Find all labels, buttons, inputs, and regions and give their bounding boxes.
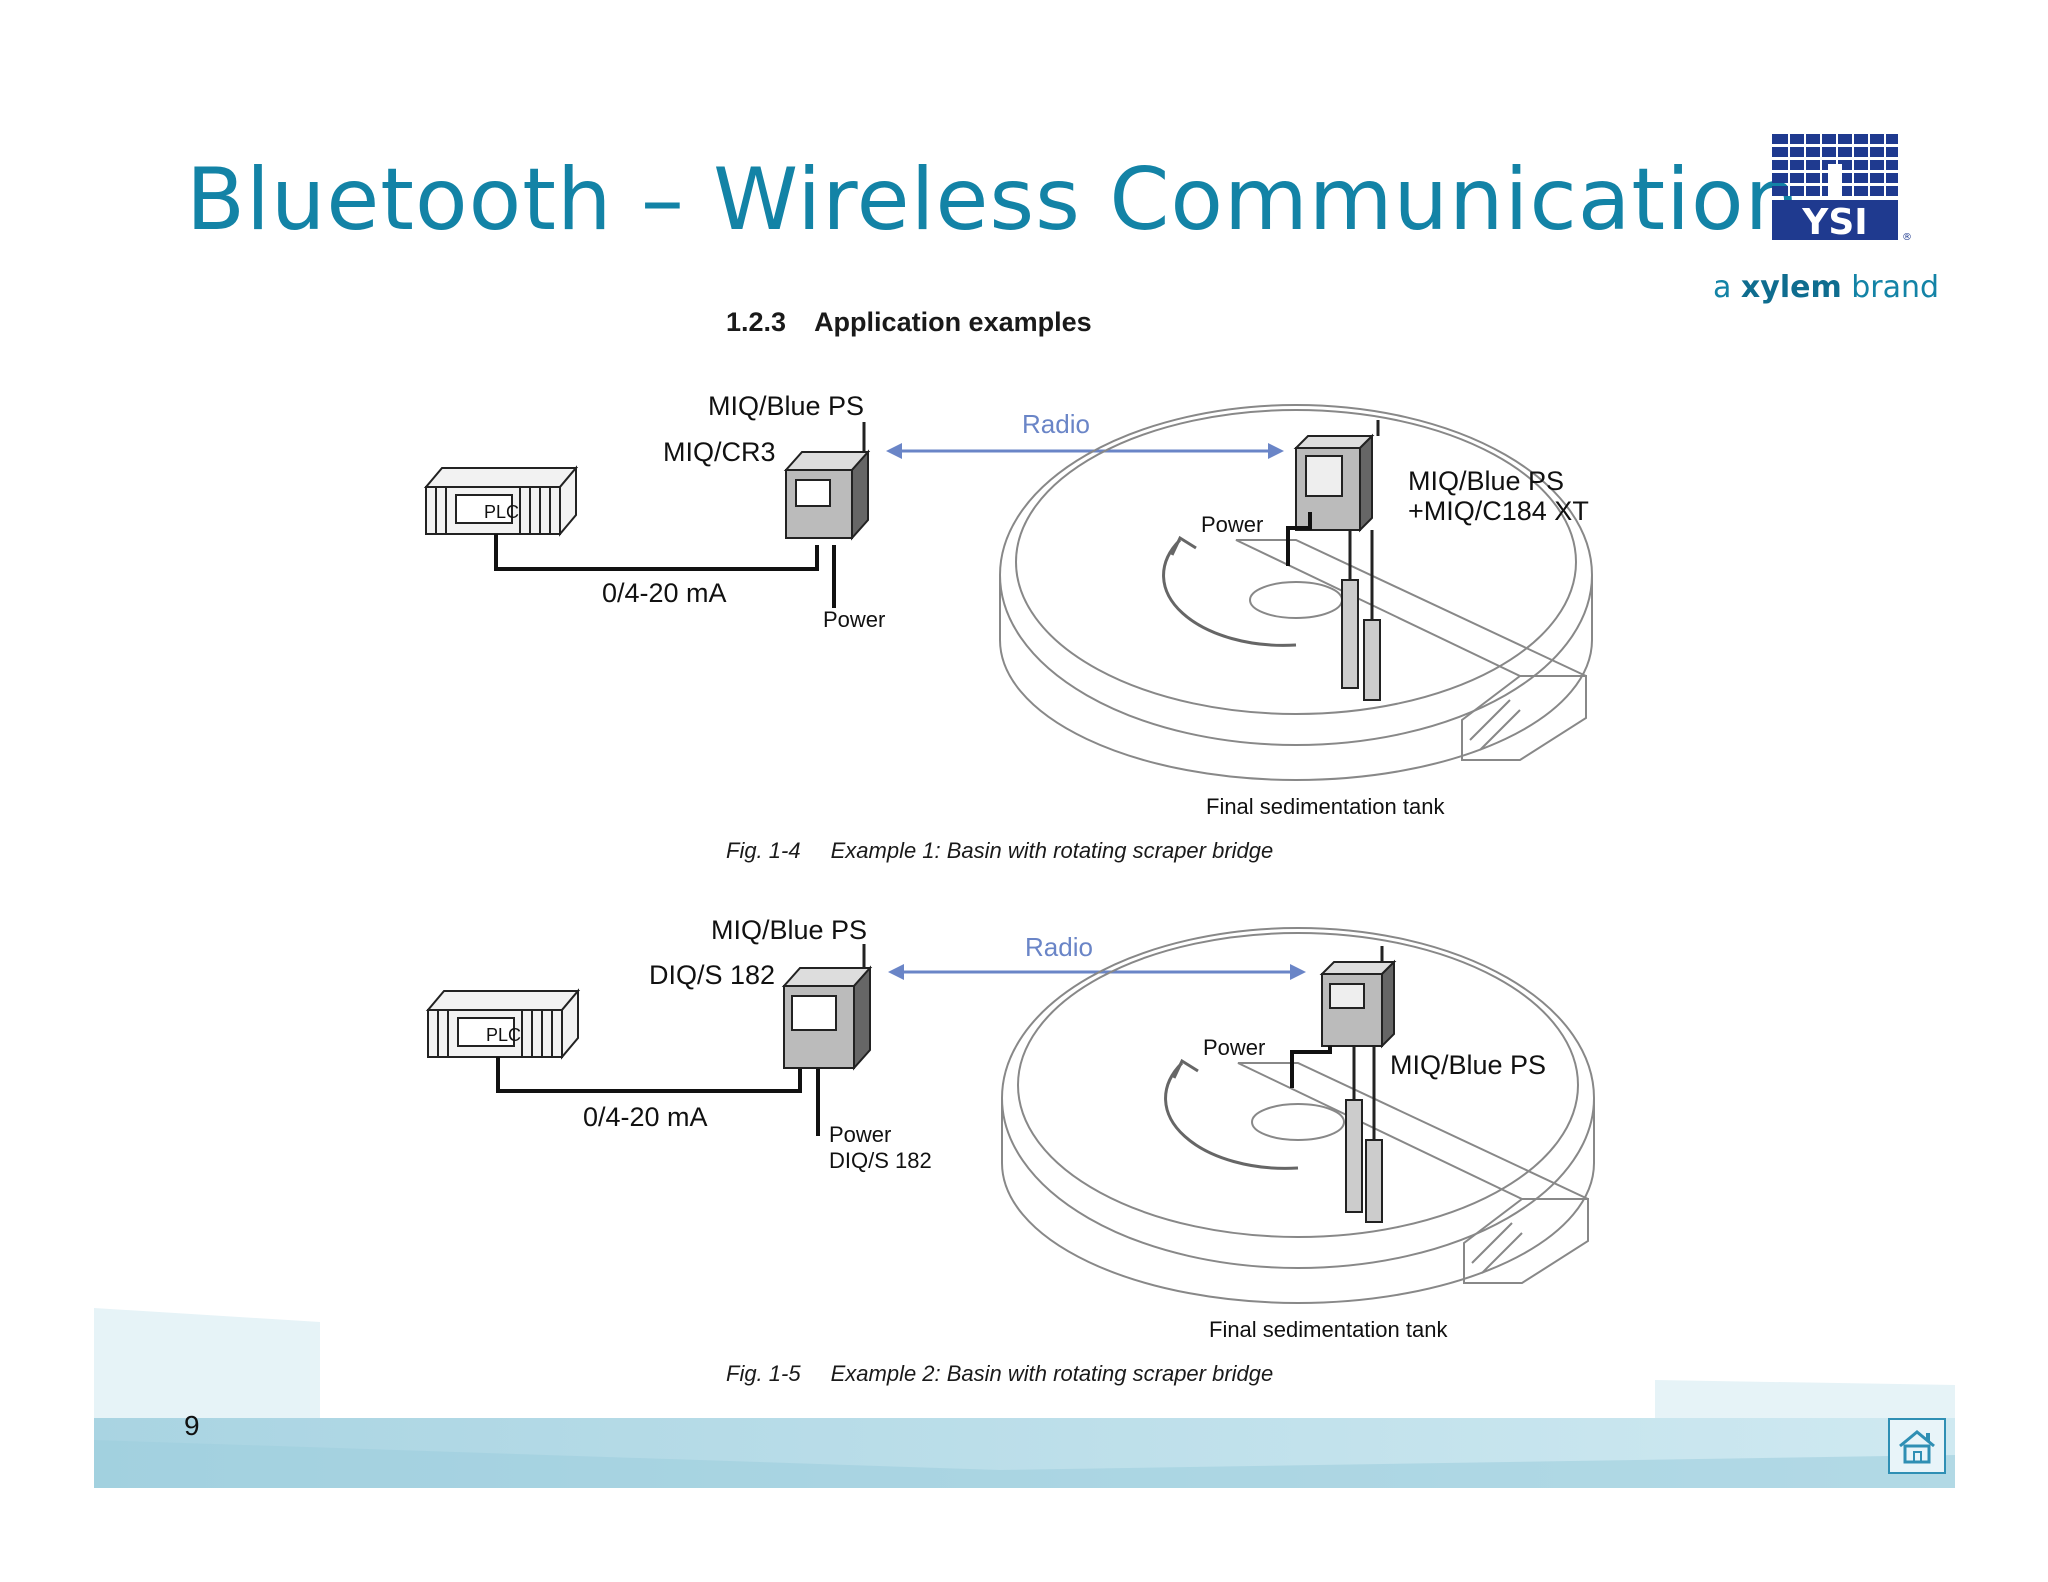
fig1-right-device-label-1: MIQ/Blue PS [1408, 466, 1565, 496]
home-button[interactable] [1888, 1418, 1946, 1474]
plc-label: PLC [484, 502, 519, 522]
fig1-right-device-label-2: +MIQ/C184 XT [1408, 496, 1589, 526]
fig2-power-left-label-1: Power [829, 1122, 892, 1147]
fig1-tank-label: Final sedimentation tank [1206, 794, 1445, 819]
plc-label-2: PLC [486, 1025, 521, 1045]
fig1-top-device-label: MIQ/Blue PS [708, 391, 865, 421]
logo-text: YSI [1801, 202, 1867, 243]
fig2-left-device-label: DIQ/S 182 [649, 960, 776, 990]
page-number: 9 [184, 1410, 200, 1441]
fig1-power-right-label: Power [1201, 512, 1264, 537]
fig2-right-device-label: MIQ/Blue PS [1390, 1050, 1547, 1080]
fig1-radio-label: Radio [1022, 409, 1090, 439]
fig2-signal-label: 0/4-20 mA [583, 1102, 708, 1132]
fig1-signal-label: 0/4-20 mA [602, 578, 727, 608]
home-icon [1899, 1430, 1935, 1464]
slide-title: Bluetooth – Wireless Communication [186, 150, 1801, 250]
svg-text:®: ® [1902, 232, 1912, 243]
brand-tagline: a xylem brand [1713, 270, 1940, 305]
fig2-power-right-label: Power [1203, 1035, 1266, 1060]
fig1-power-left-label: Power [823, 607, 886, 632]
fig2-top-device-label: MIQ/Blue PS [711, 915, 868, 945]
fig2-power-left-label-2: DIQ/S 182 [829, 1148, 932, 1173]
fig1-left-device-label: MIQ/CR3 [663, 437, 776, 467]
fig2-radio-label: Radio [1025, 932, 1093, 962]
fig2-tank-label: Final sedimentation tank [1209, 1317, 1448, 1342]
ysi-logo: YSI ® [1772, 134, 1912, 243]
